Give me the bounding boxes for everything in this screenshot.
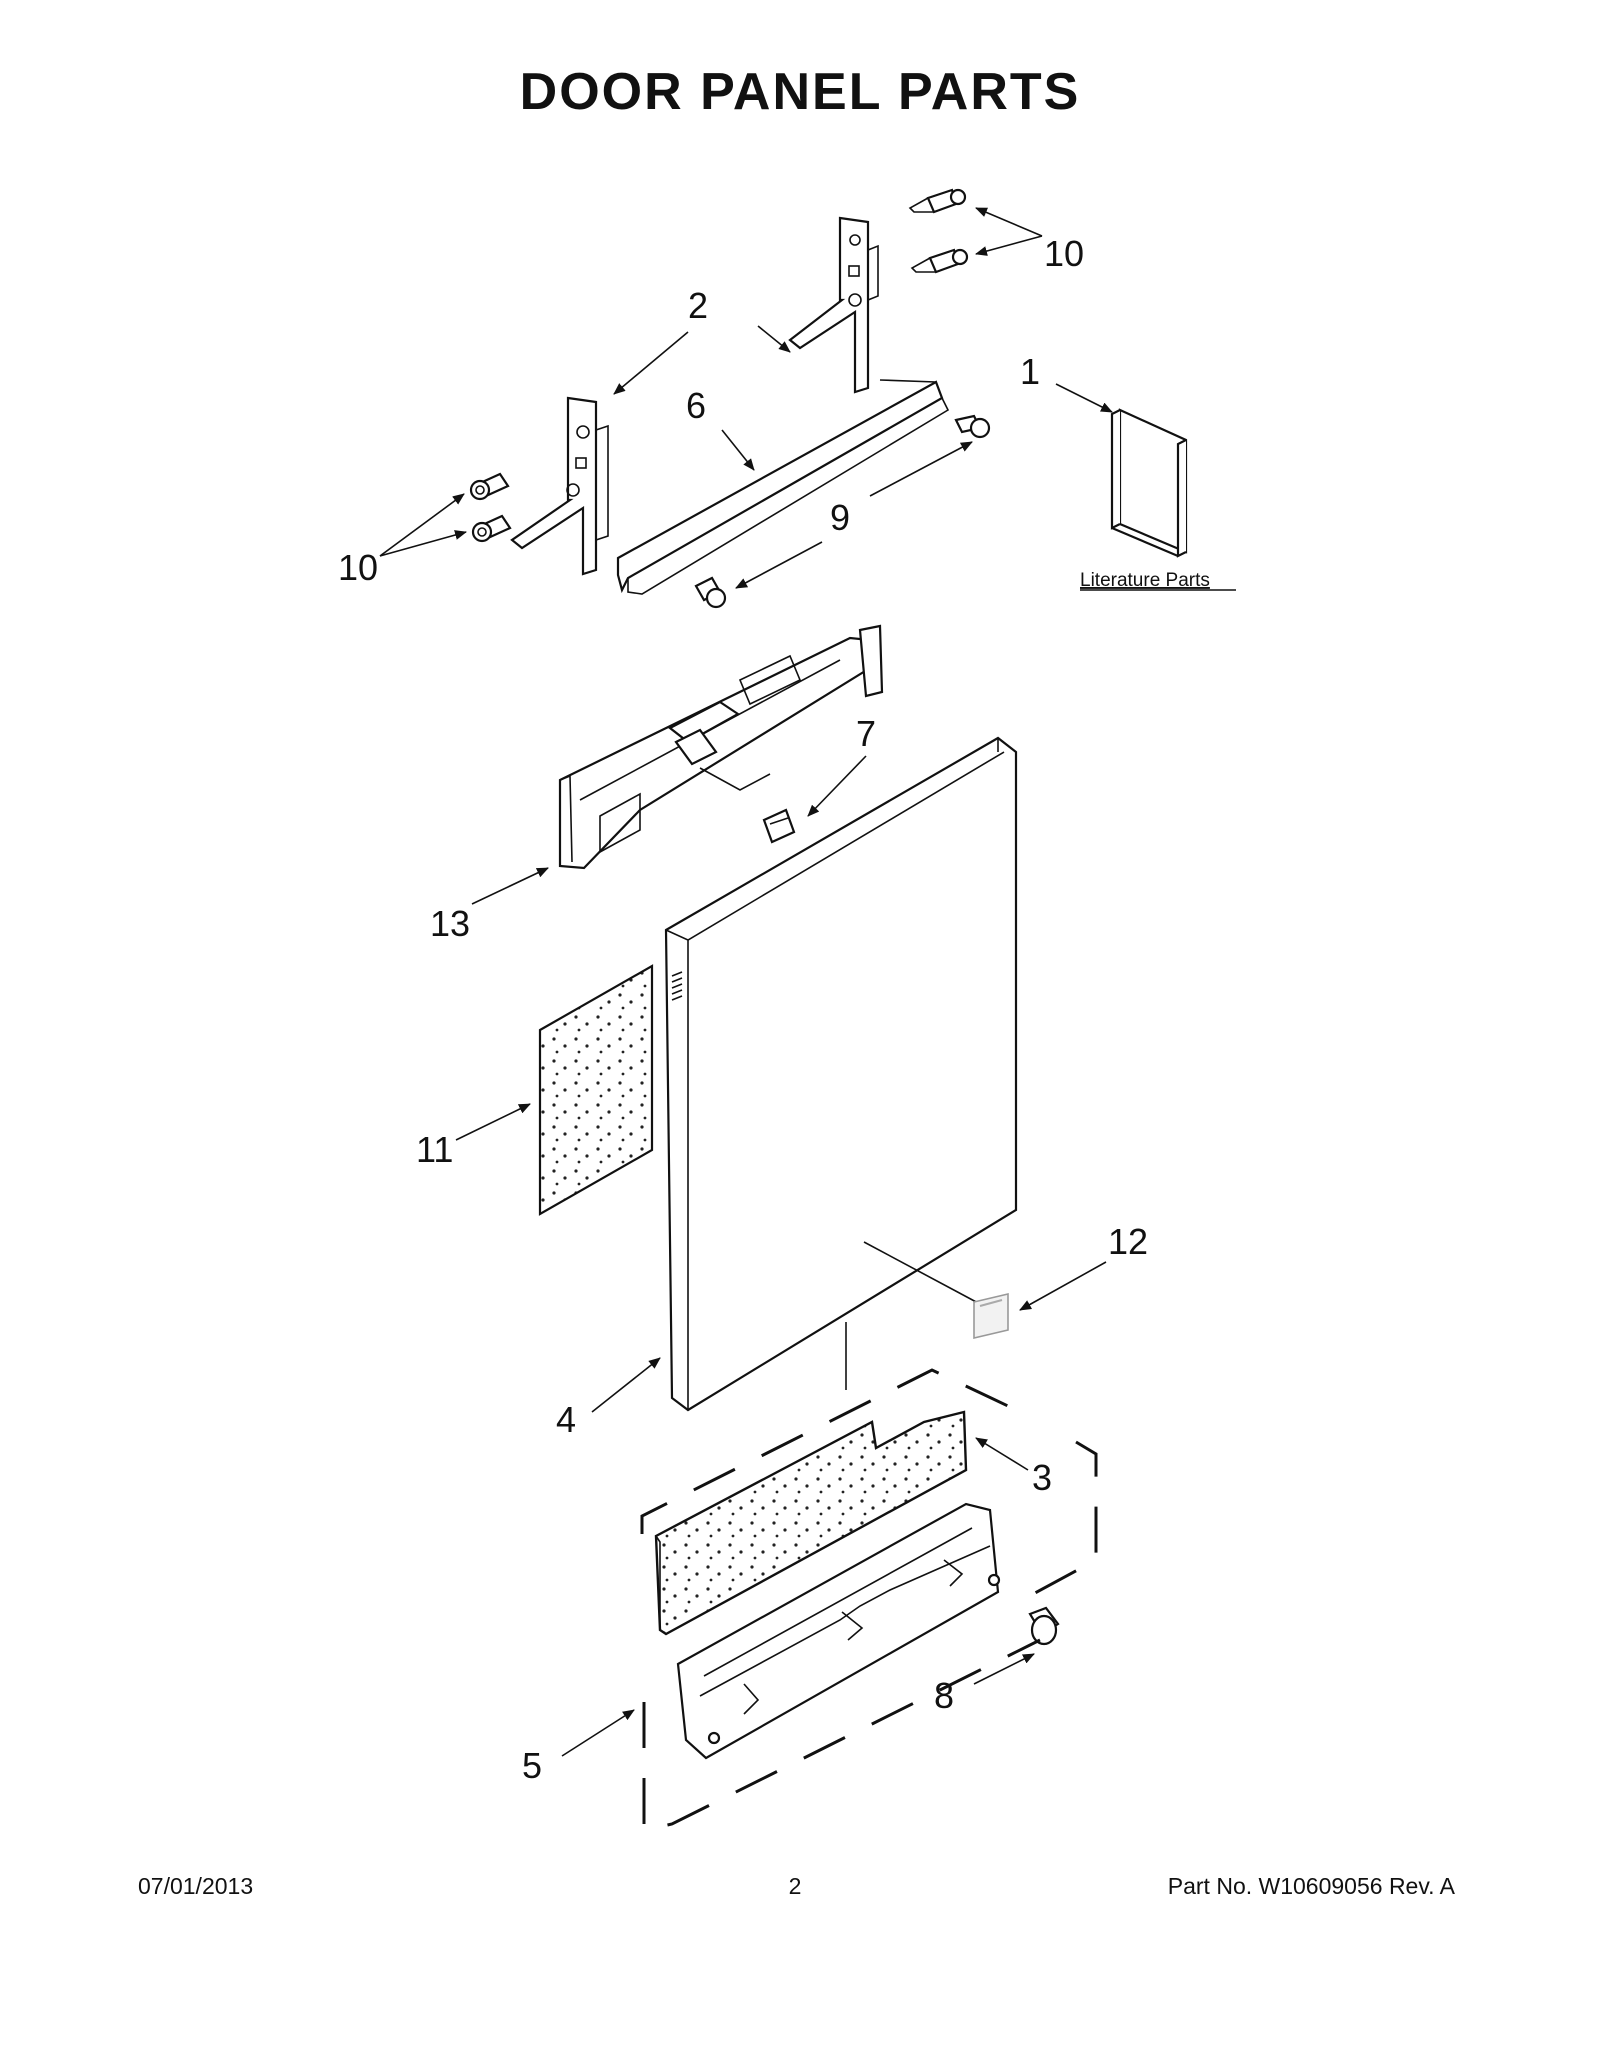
lower-toe-panel-bracket (676, 1502, 1001, 1760)
screw-rail-right (954, 414, 991, 439)
badge-emblem (973, 1292, 1009, 1340)
screw-rail-left (694, 576, 727, 609)
callout-13: 13 (430, 903, 470, 944)
footer-date: 07/01/2013 (138, 1873, 254, 1899)
screw-top-2 (910, 248, 969, 274)
callout-2: 2 (688, 285, 708, 326)
bracket-rail (616, 379, 950, 595)
callout-10-top: 10 (1044, 233, 1084, 274)
group-frame-part-3-right (1021, 1440, 1098, 1602)
door-bracket-right (788, 216, 879, 394)
callout-7: 7 (856, 713, 876, 754)
page-title: DOOR PANEL PARTS (519, 63, 1081, 121)
callout-10-left: 10 (338, 547, 378, 588)
screw-top-1 (908, 188, 967, 214)
callout-11: 11 (416, 1129, 453, 1170)
literature-parts-label: Literature Parts (1080, 570, 1210, 591)
callout-12: 12 (1108, 1221, 1148, 1262)
clip-part-8 (1028, 1606, 1060, 1646)
screw-left-1 (469, 472, 510, 501)
outer-door-panel (664, 736, 1018, 1412)
screw-left-2 (471, 514, 512, 543)
callout-3: 3 (1032, 1457, 1052, 1498)
footer-page-number: 2 (788, 1873, 802, 1899)
callout-5: 5 (522, 1745, 542, 1786)
door-insulation (538, 964, 654, 1216)
group-frame-part-3 (640, 1368, 1009, 1534)
callout-4: 4 (556, 1399, 576, 1440)
control-console (558, 624, 884, 870)
literature-booklet (1110, 408, 1188, 558)
leader-lines (379, 207, 1113, 1757)
footer-part-number: Part No. W10609056 Rev. A (1167, 1873, 1455, 1899)
panel-vent (671, 971, 683, 1001)
callout-1: 1 (1020, 351, 1040, 392)
toe-panel-insulation (654, 1410, 968, 1636)
callout-8: 8 (934, 1675, 954, 1716)
door-bracket-left (510, 396, 609, 576)
callout-9: 9 (830, 497, 850, 538)
callout-6: 6 (686, 385, 706, 426)
